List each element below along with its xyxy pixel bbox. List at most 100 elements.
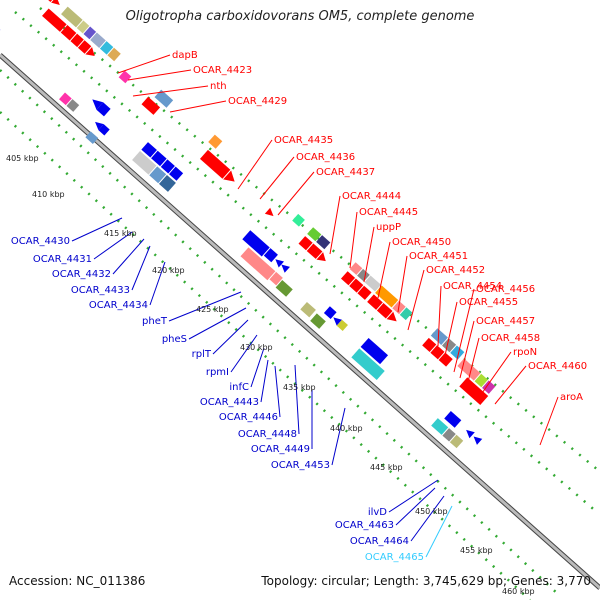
- label-leader-line: [443, 301, 458, 361]
- forward-genes: [39, 0, 496, 405]
- gene-other: [316, 235, 331, 250]
- gene-label: OCAR_4430: [11, 236, 70, 247]
- gene-reverse-arrow: [92, 99, 104, 110]
- reverse-genes: [0, 27, 483, 449]
- gene-label: OCAR_4448: [238, 429, 297, 440]
- gene-forward-arrow: [85, 46, 95, 57]
- gene-label: ilvD: [368, 507, 387, 518]
- label-leader-line: [230, 334, 258, 373]
- dotted-tracks: [0, 7, 599, 600]
- gene-forward: [42, 8, 67, 32]
- gene-label: OCAR_4434: [89, 300, 148, 311]
- label-leader-line: [479, 351, 512, 397]
- kbp-tick-label: 455 kbp: [460, 546, 493, 555]
- gene-forward-arrow: [316, 252, 326, 262]
- gene-label: pheS: [162, 334, 187, 345]
- gene-other: [132, 151, 157, 175]
- gene-other: [66, 99, 80, 112]
- dotted-track-outer-bottom: [0, 111, 531, 600]
- gene-other: [442, 428, 456, 442]
- gene-forward: [367, 294, 383, 310]
- gene-reverse: [444, 410, 462, 428]
- gene-other: [292, 213, 305, 227]
- label-leader-line: [71, 217, 123, 242]
- gene-label: OCAR_4449: [251, 444, 310, 455]
- genome-backbone: [0, 53, 600, 590]
- gene-label: OCAR_4436: [296, 152, 355, 163]
- backbone-line: [0, 53, 600, 590]
- label-leader-line: [127, 69, 192, 81]
- label-leader-line: [395, 487, 436, 526]
- label-leader-line: [437, 285, 442, 347]
- gene-other: [76, 20, 90, 34]
- gene-label: OCAR_4446: [219, 412, 278, 423]
- label-leader-line: [260, 359, 269, 403]
- gene-label: rpmI: [206, 367, 229, 378]
- label-leader-line: [407, 269, 425, 331]
- gene-other: [450, 345, 465, 360]
- gene-label: OCAR_4437: [316, 167, 375, 178]
- gene-forward-arrow: [264, 207, 274, 217]
- gene-other: [307, 227, 322, 242]
- accession-text: Accession: NC_011386: [9, 574, 146, 588]
- gene-label: OCAR_4465: [365, 552, 424, 563]
- gene-other: [357, 268, 370, 282]
- gene-other: [349, 262, 363, 275]
- gene-reverse: [169, 166, 184, 181]
- gene-label: OCAR_4455: [459, 297, 518, 308]
- kbp-tick-label: 420 kbp: [152, 266, 185, 275]
- gene-label: aroA: [560, 392, 583, 403]
- gene-label: OCAR_4450: [392, 237, 451, 248]
- gene-label: OCAR_4457: [476, 316, 535, 327]
- label-leader-line: [294, 364, 300, 435]
- gene-features: [0, 0, 496, 449]
- gene-other: [474, 373, 488, 388]
- label-leader-line: [168, 291, 242, 322]
- gene-other: [269, 271, 283, 286]
- gene-label: OCAR_4429: [228, 96, 287, 107]
- label-leader-line: [329, 195, 341, 255]
- gene-forward: [70, 33, 84, 48]
- gene-other: [310, 313, 326, 329]
- gene-reverse: [151, 150, 167, 167]
- gene-label: OCAR_4463: [335, 520, 394, 531]
- gene-reverse: [96, 102, 111, 117]
- gene-reverse: [141, 142, 157, 158]
- dotted-track-inner-bottom: [0, 69, 561, 597]
- label-leader-line: [212, 319, 249, 355]
- gene-other: [107, 47, 121, 62]
- gene-reverse: [360, 337, 389, 365]
- gene-other: [158, 174, 176, 192]
- dotted-track-inner-top: [14, 11, 599, 514]
- gene-reverse-arrow: [333, 317, 343, 326]
- gene-label: OCAR_4433: [71, 285, 130, 296]
- gene-other: [99, 41, 114, 55]
- gene-label: OCAR_4452: [426, 265, 485, 276]
- gene-forward-arrow: [386, 311, 397, 322]
- gene-label: OCAR_4431: [33, 254, 92, 265]
- gene-other: [431, 418, 449, 435]
- gene-reverse-arrow: [466, 429, 475, 439]
- gene-forward: [340, 271, 356, 286]
- gene-other: [399, 307, 413, 321]
- label-leader-line: [237, 139, 273, 190]
- label-leader-line: [377, 241, 391, 299]
- gene-label: OCAR_4435: [274, 135, 333, 146]
- gene-label: OCAR_4444: [342, 191, 401, 202]
- gene-label: dapB: [172, 50, 198, 61]
- kbp-tick-label: 405 kbp: [6, 154, 39, 163]
- gene-reverse-arrow: [281, 264, 290, 273]
- gene-label: OCAR_4458: [481, 333, 540, 344]
- label-leader-line: [188, 307, 247, 340]
- label-leader-line: [331, 407, 346, 466]
- gene-label: OCAR_4464: [350, 536, 409, 547]
- label-leader-line: [425, 505, 453, 558]
- gene-other: [351, 348, 385, 380]
- gene-reverse-arrow: [275, 259, 285, 268]
- kbp-tick-label: 415 kbp: [104, 229, 137, 238]
- kbp-tick-label: 450 kbp: [415, 507, 448, 516]
- gene-other: [154, 89, 174, 108]
- gene-forward: [349, 278, 364, 293]
